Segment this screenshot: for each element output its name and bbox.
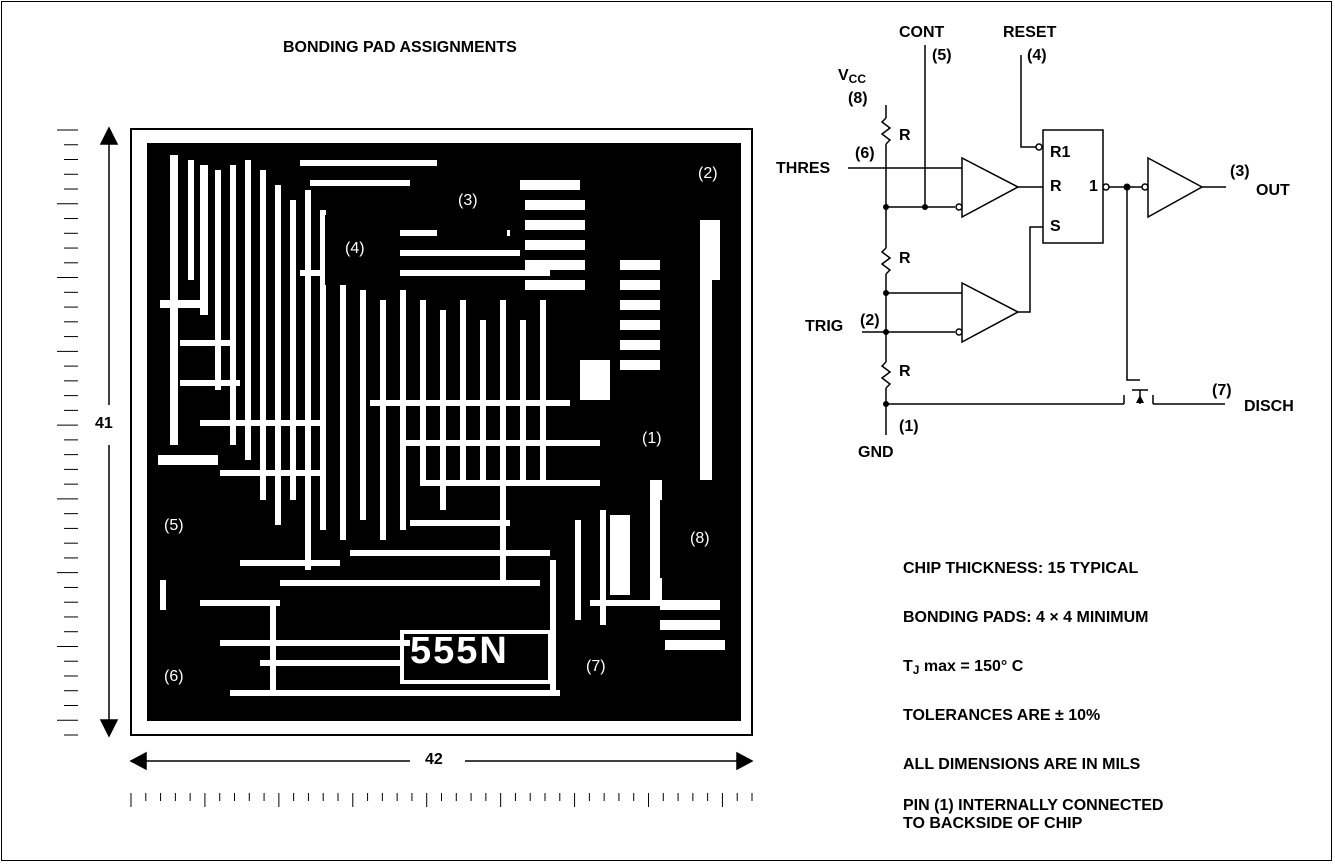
thres-pin: (6) [855,145,875,162]
pad-label-5: (5) [164,517,184,534]
reset-pin: (4) [1027,47,1047,64]
note-tj-max: TJ max = 150° C [903,658,1024,677]
note-dimensions: ALL DIMENSIONS ARE IN MILS [903,756,1141,773]
vcc-label: VCC [838,67,867,86]
width-dimension [129,751,754,771]
resistor-label-3: R [899,363,911,380]
pad-label-2: (2) [698,165,718,182]
vcc-pin: (8) [848,90,868,107]
page-title: BONDING PAD ASSIGNMENTS [283,39,517,56]
comparator-1 [961,156,1020,219]
out-pin: (3) [1230,163,1250,180]
die-outline [130,128,753,736]
reset-label: RESET [1003,24,1057,41]
resistor-2 [880,247,892,275]
gnd-pin: (1) [899,418,919,435]
pad-label-8: (8) [690,530,710,547]
gnd-label: GND [858,444,894,461]
disch-label: DISCH [1244,398,1294,415]
resistor-1 [880,117,892,145]
flipflop-r1-label: R1 [1050,144,1071,161]
comparator-2 [961,281,1020,344]
pad-label-1: (1) [642,430,662,447]
note-bonding-pads: BONDING PADS: 4 × 4 MINIMUM [903,609,1149,626]
bonding-pad-regions [150,150,741,715]
vcc-subscript: CC [848,72,867,86]
note-thickness: CHIP THICKNESS: 15 TYPICAL [903,560,1139,577]
height-label: 41 [95,415,113,432]
flipflop-r-label: R [1050,178,1062,195]
pad-label-4: (4) [345,240,365,257]
horizontal-ruler [130,793,753,807]
thres-label: THRES [776,160,831,177]
resistor-3 [880,361,892,389]
cont-label: CONT [899,24,945,41]
die-marking: 555N [410,630,509,672]
trig-label: TRIG [805,318,844,335]
tj-subscript: J [912,663,920,677]
resistor-label-2: R [899,250,911,267]
note-pin1-line2: TO BACKSIDE OF CHIP [903,815,1083,832]
width-label: 42 [425,751,443,768]
pad-label-6: (6) [164,668,184,685]
pad-label-3: (3) [458,192,478,209]
note-tolerances: TOLERANCES ARE ± 10% [903,707,1101,724]
height-dimension [99,126,119,738]
metal-traces [158,155,725,696]
pad-label-7: (7) [586,658,606,675]
marking-box [400,630,552,684]
disch-pin: (7) [1212,382,1232,399]
out-label: OUT [1256,182,1290,199]
flipflop-out-label: 1 [1089,178,1098,195]
flipflop-s-label: S [1050,218,1061,235]
note-pin1-line1: PIN (1) INTERNALLY CONNECTED [903,797,1164,814]
trig-pin: (2) [860,312,880,329]
vertical-ruler [57,129,78,736]
cont-pin: (5) [932,47,952,64]
output-buffer [1147,156,1204,219]
resistor-label-1: R [899,127,911,144]
